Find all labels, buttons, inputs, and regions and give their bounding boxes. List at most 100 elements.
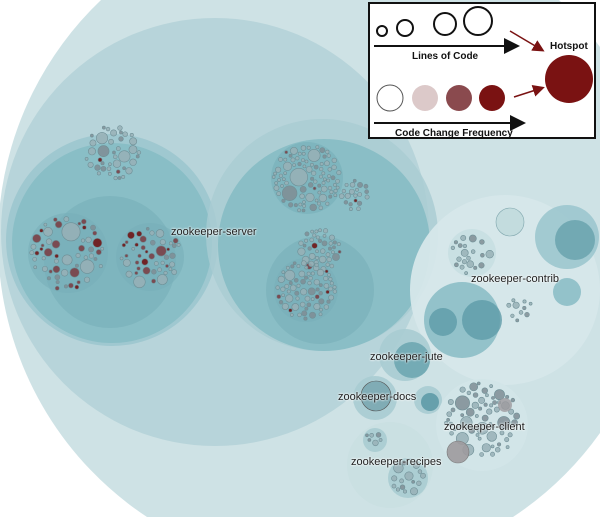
file-circle xyxy=(40,243,45,248)
file-circle xyxy=(316,268,325,277)
file-circle xyxy=(325,252,331,258)
file-circle xyxy=(284,269,296,281)
file-circle xyxy=(456,424,462,429)
file-circle xyxy=(337,250,342,254)
file-circle xyxy=(127,231,135,240)
file-circle xyxy=(303,316,308,321)
file-circle xyxy=(74,284,80,290)
file-circle xyxy=(289,313,294,317)
file-circle xyxy=(116,169,121,174)
file-circle xyxy=(271,175,276,179)
file-circle xyxy=(93,257,98,261)
file-circle xyxy=(333,182,337,187)
file-circle xyxy=(307,149,321,162)
file-circle xyxy=(153,261,159,266)
file-circle xyxy=(498,398,512,412)
file-circle xyxy=(486,408,493,415)
file-circle xyxy=(301,310,308,317)
file-circle xyxy=(314,294,320,300)
file-circle xyxy=(314,198,319,203)
file-circle xyxy=(155,229,165,238)
file-circle xyxy=(464,271,468,275)
file-circle xyxy=(333,188,338,193)
file-circle xyxy=(63,216,70,222)
file-circle xyxy=(166,247,171,252)
file-circle xyxy=(313,179,318,184)
file-circle xyxy=(276,294,282,299)
file-circle xyxy=(292,163,297,167)
file-circle xyxy=(32,234,42,243)
file-circle xyxy=(328,277,333,282)
file-circle xyxy=(290,146,298,155)
file-circle xyxy=(288,281,293,285)
file-circle xyxy=(478,262,485,269)
file-circle xyxy=(298,202,303,207)
file-circle xyxy=(83,276,91,283)
file-circle xyxy=(449,431,454,436)
file-circle xyxy=(353,193,358,198)
file-circle xyxy=(107,171,112,176)
file-circle xyxy=(289,168,308,187)
file-circle xyxy=(278,300,284,305)
file-circle xyxy=(344,192,351,199)
file-circle xyxy=(393,462,404,474)
file-circle xyxy=(51,240,61,249)
file-circle xyxy=(320,185,328,193)
file-circle xyxy=(307,182,314,188)
file-circle xyxy=(168,267,173,271)
file-circle xyxy=(313,303,321,311)
file-circle xyxy=(365,433,369,438)
file-circle xyxy=(447,399,454,405)
file-circle xyxy=(403,489,407,494)
file-circle xyxy=(363,183,369,189)
file-circle xyxy=(375,432,382,438)
file-circle xyxy=(352,178,357,183)
file-circle xyxy=(310,229,314,234)
file-circle xyxy=(106,166,112,171)
file-circle xyxy=(391,483,397,489)
file-circle xyxy=(281,198,286,203)
file-circle xyxy=(470,249,476,254)
file-circle xyxy=(156,274,168,285)
file-circle xyxy=(475,433,480,437)
file-circle xyxy=(333,193,338,198)
file-circle xyxy=(477,436,482,441)
file-circle xyxy=(329,281,334,286)
file-circle xyxy=(275,166,282,173)
file-circle xyxy=(169,252,176,259)
file-circle xyxy=(510,313,515,318)
file-circle xyxy=(320,248,326,254)
file-circle xyxy=(299,301,306,308)
file-circle xyxy=(508,408,515,415)
file-circle xyxy=(459,386,466,393)
file-circle xyxy=(293,203,298,208)
file-circle xyxy=(348,188,355,195)
file-circle xyxy=(302,204,307,208)
frequency-circles xyxy=(376,84,505,112)
file-circle xyxy=(323,275,329,281)
file-circle xyxy=(473,265,478,270)
file-circle xyxy=(505,445,510,450)
file-circle xyxy=(328,234,335,241)
file-circle xyxy=(75,253,81,259)
file-circle xyxy=(462,300,502,340)
file-circle xyxy=(286,289,291,294)
file-circle xyxy=(134,260,140,265)
file-circle xyxy=(295,156,300,161)
file-circle xyxy=(318,291,323,296)
file-circle xyxy=(465,407,475,417)
file-circle xyxy=(319,147,326,154)
file-circle xyxy=(307,246,312,251)
file-circle xyxy=(312,233,317,238)
file-circle xyxy=(121,175,126,179)
file-circle xyxy=(275,285,280,290)
file-circle xyxy=(54,274,61,281)
file-circle xyxy=(46,276,51,281)
file-circle xyxy=(331,157,337,164)
file-circle xyxy=(306,271,311,276)
file-circle xyxy=(43,222,48,227)
file-circle xyxy=(129,133,134,138)
file-circle xyxy=(278,173,283,178)
file-circle xyxy=(357,182,363,188)
file-circle xyxy=(454,262,459,268)
